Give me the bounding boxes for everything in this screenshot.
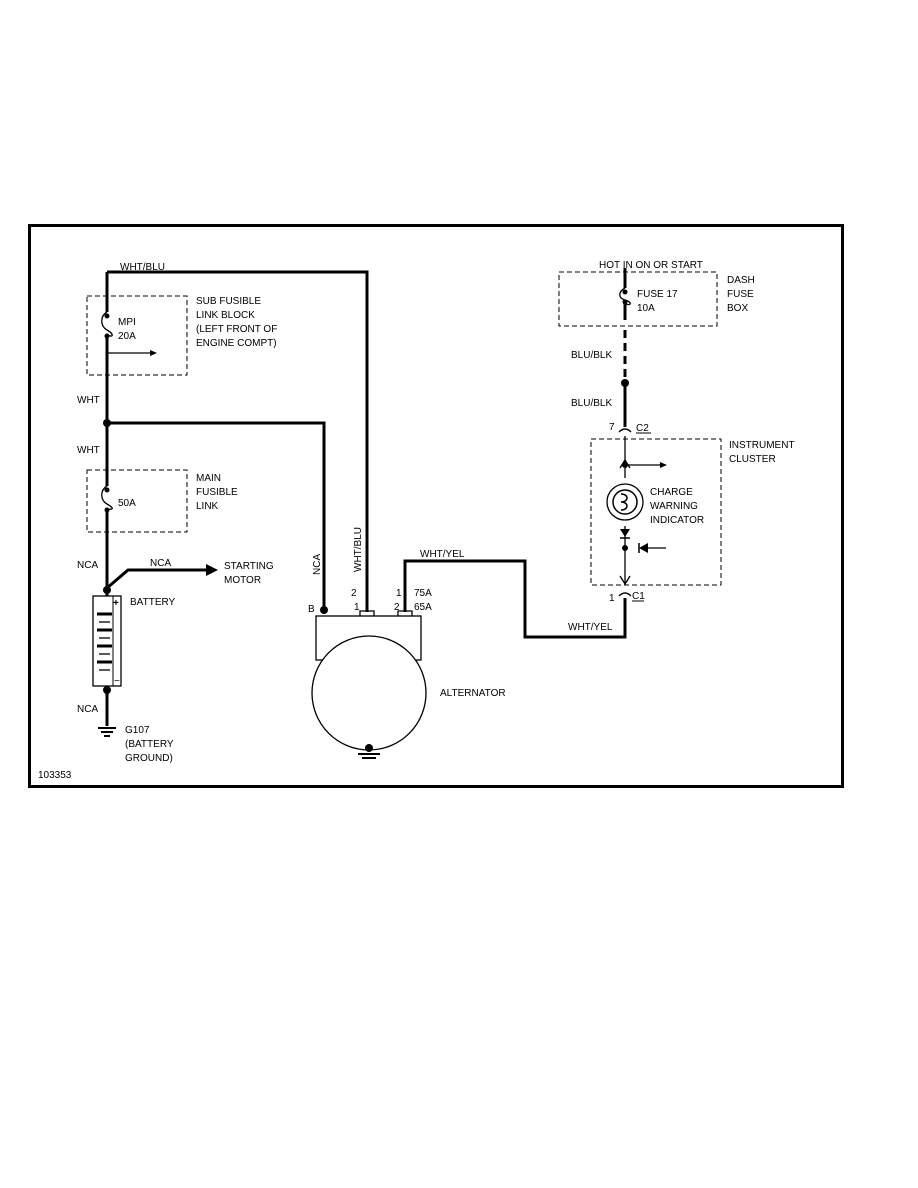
wire-wht-yel xyxy=(403,559,627,639)
arrow-starting-motor xyxy=(206,564,218,576)
label-main-fusible-3: LINK xyxy=(196,501,219,512)
label-c2: C2 xyxy=(636,423,649,434)
label-main-fusible-1: MAIN xyxy=(196,473,221,484)
wire-wht-blu xyxy=(107,270,369,612)
label-charge-3: INDICATOR xyxy=(650,515,704,526)
label-blu-blk-2: BLU/BLK xyxy=(571,398,612,409)
label-ground-2: (BATTERY xyxy=(125,739,174,750)
label-sub-fusible-1: SUB FUSIBLE xyxy=(196,296,261,307)
label-main-amp: 50A xyxy=(118,498,136,509)
label-c1: C1 xyxy=(632,591,645,602)
label-sub-fusible-2: LINK BLOCK xyxy=(196,310,255,321)
splice-ground xyxy=(103,686,111,694)
label-nca-left: NCA xyxy=(77,560,98,571)
connector-c1-icon xyxy=(618,592,632,597)
label-mpi: MPI xyxy=(118,317,136,328)
label-charge-1: CHARGE xyxy=(650,487,693,498)
label-mpi-amp: 20A xyxy=(118,331,136,342)
label-wht-blu-vertical: WHT/BLU xyxy=(353,527,364,572)
label-main-fusible-2: FUSIBLE xyxy=(196,487,238,498)
battery-icon xyxy=(92,595,122,687)
label-wht-1: WHT xyxy=(77,395,100,406)
label-wht-blu-top: WHT/BLU xyxy=(120,262,165,273)
label-sub-fusible-4: ENGINE COMPT) xyxy=(196,338,277,349)
label-starting-motor-2: MOTOR xyxy=(224,575,261,586)
label-instrument-cluster-1: INSTRUMENT xyxy=(729,440,795,451)
label-figure-id: 103353 xyxy=(38,770,72,781)
connector-c2-icon xyxy=(618,428,632,433)
label-minus: − xyxy=(114,676,120,687)
label-pin2-left: 2 xyxy=(351,588,357,599)
label-instrument-cluster-2: CLUSTER xyxy=(729,454,776,465)
wire-starting-motor xyxy=(106,568,206,590)
sub-fusible-box xyxy=(86,295,188,376)
label-wht-2: WHT xyxy=(77,445,100,456)
diode-icon xyxy=(620,529,630,537)
label-b-terminal: B xyxy=(308,604,315,615)
label-nca-bottom: NCA xyxy=(77,704,98,715)
instrument-cluster-box xyxy=(590,438,722,586)
label-dash-fuse-1: DASH xyxy=(727,275,755,286)
fuse-mpi-icon xyxy=(101,311,113,337)
main-fusible-box xyxy=(86,469,188,533)
label-battery: BATTERY xyxy=(130,597,176,608)
label-hot-in: HOT IN ON OR START xyxy=(599,260,703,271)
label-75a: 75A xyxy=(414,588,432,599)
dash-fuse-box xyxy=(558,271,718,327)
label-sub-fusible-3: (LEFT FRONT OF xyxy=(196,324,277,335)
label-pin7: 7 xyxy=(609,422,615,433)
label-nca-mid: NCA xyxy=(150,558,171,569)
label-ground-1: G107 xyxy=(125,725,150,736)
splice-blu-blk xyxy=(621,379,629,387)
label-pin1-right: 1 xyxy=(396,588,402,599)
label-pin2-right: 2 xyxy=(394,602,400,613)
wire-nca-b xyxy=(107,421,326,612)
label-blu-blk-1: BLU/BLK xyxy=(571,350,612,361)
diagram-frame xyxy=(28,224,844,788)
label-dash-fuse-3: BOX xyxy=(727,303,748,314)
alternator-icon xyxy=(311,610,427,759)
terminal-b xyxy=(320,606,328,614)
label-65a: 65A xyxy=(414,602,432,613)
label-pin1-cluster: 1 xyxy=(609,593,615,604)
charge-warning-lamp-icon xyxy=(606,483,644,521)
label-ground-3: GROUND) xyxy=(125,753,173,764)
fuse-main-icon xyxy=(101,485,113,510)
label-fuse17-amp: 10A xyxy=(637,303,655,314)
label-plus: + xyxy=(113,598,119,609)
label-alternator: ALTERNATOR xyxy=(440,688,506,699)
label-pin1-left: 1 xyxy=(354,602,360,613)
label-nca-vertical: NCA xyxy=(312,554,323,575)
ground-icon xyxy=(98,727,116,737)
label-charge-2: WARNING xyxy=(650,501,698,512)
splice-wht xyxy=(103,419,111,427)
label-wht-yel-top: WHT/YEL xyxy=(420,549,465,560)
label-dash-fuse-2: FUSE xyxy=(727,289,754,300)
splice-nca xyxy=(103,586,111,594)
label-starting-motor-1: STARTING xyxy=(224,561,274,572)
label-wht-yel-bottom: WHT/YEL xyxy=(568,622,613,633)
label-fuse17: FUSE 17 xyxy=(637,289,678,300)
